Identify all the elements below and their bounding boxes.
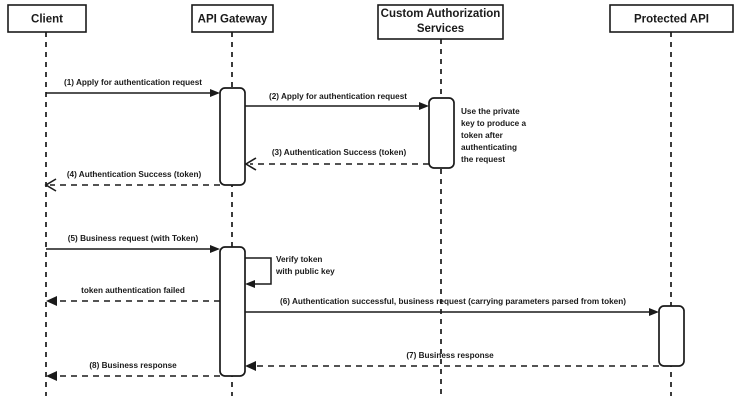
note-private-key-line-4: authenticating — [461, 143, 517, 152]
message-arrowhead-3 — [244, 157, 257, 171]
participant-box-protected-api[interactable] — [609, 4, 734, 33]
message-label-6: (6) Authentication successful, business … — [280, 297, 626, 306]
note-private-key-line-5: the request — [461, 155, 505, 164]
message-label-4: (4) Authentication Success (token) — [67, 170, 202, 179]
self-message-arrowhead-verify-token — [245, 280, 255, 288]
message-arrowhead-1 — [210, 89, 220, 97]
note-private-key-line-1: Use the private — [461, 107, 520, 116]
message-label-2: (2) Apply for authentication request — [269, 92, 407, 101]
self-message-label-verify-token-line1: Verify token — [276, 255, 322, 264]
activation-api-gateway-auth — [219, 87, 246, 186]
participant-label-api-gateway: API Gateway — [198, 14, 268, 26]
message-label-5: (5) Business request (with Token) — [68, 234, 199, 243]
message-label-1: (1) Apply for authentication request — [64, 78, 202, 87]
activation-protected-api — [658, 305, 685, 367]
message-label-8: (8) Business response — [89, 361, 177, 370]
message-label-3: (3) Authentication Success (token) — [272, 148, 407, 157]
note-private-key-line-3: token after — [461, 131, 504, 140]
participant-label-protected-api: Protected API — [634, 14, 709, 26]
message-arrowhead-4 — [44, 178, 57, 192]
participant-label-client: Client — [31, 14, 63, 26]
self-message-line-verify-token — [245, 257, 272, 285]
self-message-label-verify-token-line2: with public key — [275, 267, 335, 276]
participant-box-client[interactable] — [7, 4, 87, 33]
message-arrowhead-7 — [245, 361, 256, 371]
message-arrowhead-5 — [210, 245, 220, 253]
note-private-key-line-2: key to produce a — [461, 119, 527, 128]
message-arrowhead-6 — [649, 308, 659, 316]
activation-custom-authorization-services — [428, 97, 455, 169]
participant-label-custom-authorization-services-line1: Custom Authorization — [381, 8, 501, 20]
activation-api-gateway-business — [219, 246, 246, 377]
message-arrowhead-8 — [46, 371, 57, 381]
message-arrowhead-2 — [419, 102, 429, 110]
participant-box-custom-authorization-services[interactable] — [377, 4, 504, 40]
message-label-7: (7) Business response — [406, 351, 494, 360]
message-arrowhead-token-auth-failed — [46, 296, 57, 306]
participant-box-api-gateway[interactable] — [191, 4, 274, 33]
participant-label-custom-authorization-services-line2: Services — [417, 23, 464, 35]
message-label-token-auth-failed: token authentication failed — [81, 286, 185, 295]
